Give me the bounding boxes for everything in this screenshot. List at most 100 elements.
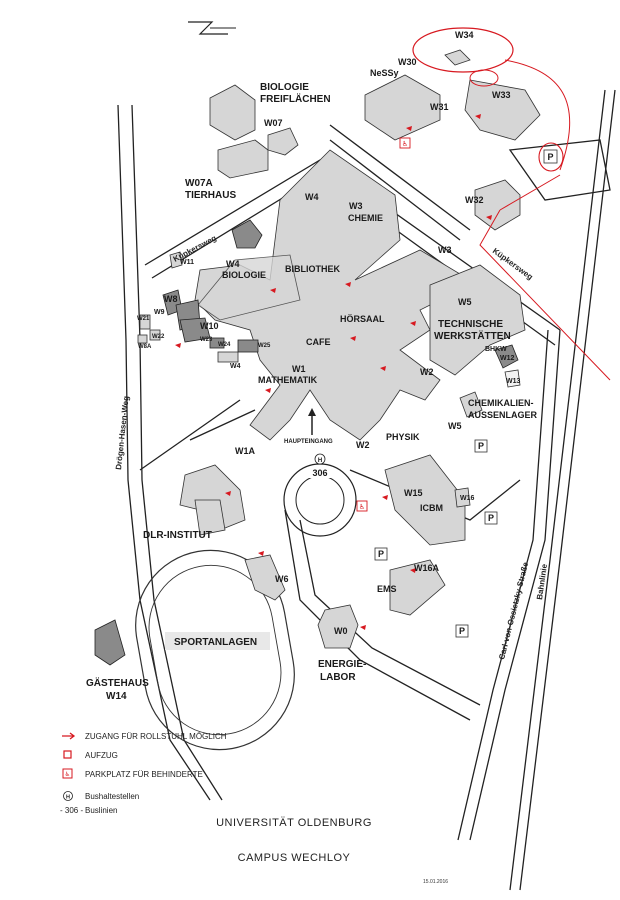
svg-text:BIBLIOTHEK: BIBLIOTHEK [285, 264, 340, 274]
legend-item-access: ZUGANG FÜR ROLLSTUHL MÖGLICH [62, 732, 227, 741]
map-subtitle: CAMPUS WECHLOY [238, 852, 351, 864]
access-arrows [175, 114, 492, 630]
parking-icon: P [374, 547, 388, 561]
svg-text:CAFE: CAFE [306, 337, 331, 347]
svg-text:- 306 -: - 306 - [60, 806, 83, 815]
svg-text:Buslinien: Buslinien [85, 806, 117, 815]
street-kupkersweg-right: Küpkersweg [491, 246, 535, 281]
svg-text:GÄSTEHAUS: GÄSTEHAUS [86, 676, 149, 689]
svg-text:W2: W2 [420, 367, 434, 377]
svg-text:W9: W9 [154, 309, 165, 316]
parking-icon: P [543, 149, 558, 164]
svg-text:W15: W15 [404, 488, 423, 498]
svg-text:W21: W21 [137, 316, 150, 322]
svg-text:H: H [66, 795, 70, 801]
svg-text:SPORTANLAGEN: SPORTANLAGEN [174, 637, 257, 648]
svg-text:PHYSIK: PHYSIK [386, 432, 420, 442]
svg-text:P: P [478, 441, 484, 451]
svg-text:W23: W23 [200, 337, 213, 343]
arrow-icon [62, 732, 76, 740]
svg-text:W0: W0 [334, 626, 348, 636]
svg-text:BIOLOGIE: BIOLOGIE [222, 270, 266, 280]
svg-text:TECHNISCHE: TECHNISCHE [438, 319, 503, 330]
arrow-icon [406, 126, 412, 131]
arrow-icon [350, 336, 356, 341]
svg-text:HÖRSAAL: HÖRSAAL [340, 314, 385, 324]
bus-stop-icon: H [314, 453, 326, 465]
svg-text:AUSSENLAGER: AUSSENLAGER [468, 410, 538, 420]
svg-text:Bushaltestellen: Bushaltestellen [85, 792, 139, 801]
parking-icon: P [474, 439, 488, 453]
svg-text:WERKSTÄTTEN: WERKSTÄTTEN [434, 329, 511, 342]
svg-text:W5: W5 [448, 421, 462, 431]
svg-text:BHKW: BHKW [485, 346, 507, 353]
svg-text:♿: ♿ [402, 140, 408, 148]
svg-text:W07: W07 [264, 118, 283, 128]
svg-text:CHEMIE: CHEMIE [348, 213, 383, 223]
svg-text:P: P [459, 626, 465, 636]
svg-text:W14: W14 [106, 691, 127, 702]
svg-text:W12: W12 [500, 355, 515, 362]
svg-text:P: P [547, 152, 553, 162]
svg-text:MATHEMATIK: MATHEMATIK [258, 375, 318, 385]
svg-text:W8A: W8A [138, 344, 152, 350]
svg-text:PARKPLATZ FÜR BEHINDERTE: PARKPLATZ FÜR BEHINDERTE [85, 770, 203, 779]
legend-item-disabled-parking: ♿ PARKPLATZ FÜR BEHINDERTE [62, 768, 203, 779]
svg-text:W16A: W16A [414, 563, 440, 573]
svg-text:W34: W34 [455, 30, 474, 40]
parking-icon: P [484, 511, 498, 525]
legend-item-elevator: AUFZUG [63, 750, 118, 760]
svg-text:W8: W8 [164, 294, 178, 304]
svg-text:P: P [488, 513, 494, 523]
elevator-icon [63, 750, 72, 759]
arrow-icon [345, 282, 351, 287]
svg-text:W3: W3 [349, 201, 363, 211]
arrow-icon [265, 388, 271, 393]
svg-text:W10: W10 [200, 321, 219, 331]
arrow-icon [360, 625, 366, 630]
svg-text:W25: W25 [258, 343, 271, 349]
arrow-icon [486, 215, 492, 220]
arrow-icon [382, 495, 388, 500]
accessible-route [412, 27, 611, 381]
main-entrance-arrow-icon [308, 408, 316, 435]
parking-icon: P [455, 624, 469, 638]
svg-text:♿: ♿ [65, 771, 70, 778]
svg-text:W11: W11 [180, 259, 194, 266]
svg-text:W33: W33 [492, 90, 511, 100]
svg-text:W1A: W1A [235, 446, 256, 456]
north-arrow-icon [188, 21, 236, 35]
svg-text:W13: W13 [506, 378, 521, 385]
arrow-icon [225, 491, 231, 496]
legend-item-bus-stop: H Bushaltestellen [63, 791, 139, 801]
arrow-icon [410, 568, 416, 573]
svg-text:W31: W31 [430, 102, 449, 112]
svg-text:H: H [318, 458, 322, 464]
svg-text:W1: W1 [292, 364, 306, 374]
svg-text:W6: W6 [275, 574, 289, 584]
map-title: UNIVERSITÄT OLDENBURG [216, 817, 372, 829]
legend: ZUGANG FÜR ROLLSTUHL MÖGLICH AUFZUG ♿ PA… [60, 732, 227, 815]
svg-text:TIERHAUS: TIERHAUS [185, 190, 236, 201]
svg-text:FREIFLÄCHEN: FREIFLÄCHEN [260, 92, 331, 105]
svg-text:AUFZUG: AUFZUG [85, 751, 118, 760]
bus-stop-icon [63, 791, 73, 801]
svg-text:P: P [378, 549, 384, 559]
svg-text:W4: W4 [226, 259, 240, 269]
building-labels: W34 W30 NeSSy W33 W31 BIOLOGIE FREIFLÄCH… [86, 30, 538, 702]
arrow-icon [175, 343, 181, 348]
wheelchair-icon [62, 768, 73, 779]
bus-line-label: 306 [312, 468, 327, 478]
disabled-parking-icon: ♿ [399, 137, 411, 149]
parking-symbols: P P P P P [374, 149, 558, 638]
svg-text:W3: W3 [438, 245, 452, 255]
legend-item-bus-line: - 306 - Buslinien [60, 806, 117, 815]
arrow-icon [258, 551, 264, 556]
svg-text:W4: W4 [305, 192, 319, 202]
svg-text:W32: W32 [465, 195, 484, 205]
buildings [94, 49, 541, 666]
street-carl-von-ossietzky: Carl-von-Ossietzky-Straße [497, 561, 530, 661]
street-kupkersweg-left: Küpkersweg [172, 233, 218, 263]
map-date: 15.01.2016 [423, 879, 448, 885]
